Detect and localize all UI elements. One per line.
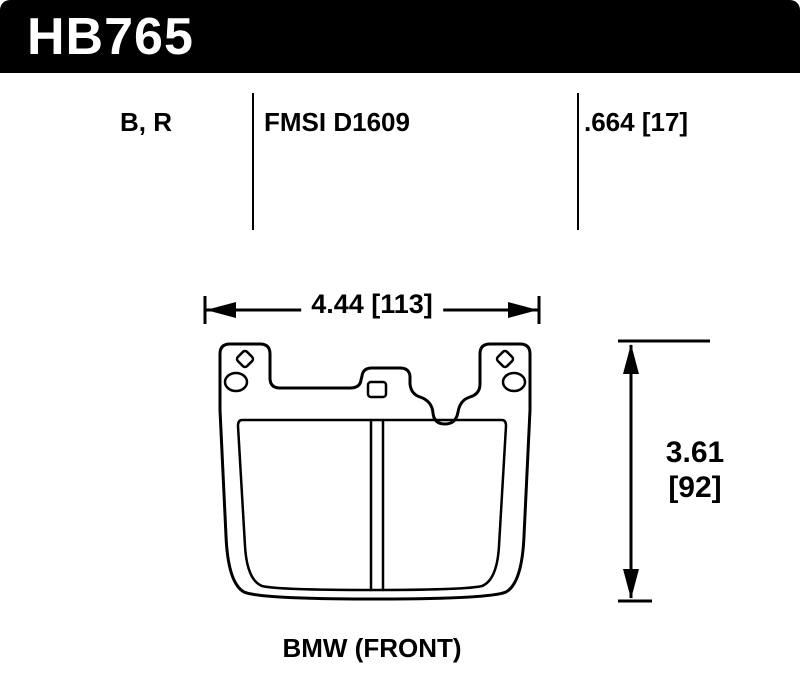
center-square-hole [366, 380, 388, 399]
left-ear-diamond-hole [235, 349, 255, 369]
height-dimension-value: 3.61 [665, 436, 725, 469]
spec-divider-left [252, 93, 254, 230]
compound-codes: B, R [120, 107, 172, 137]
header-bar: HB765 [0, 0, 800, 73]
spec-divider-right [577, 93, 579, 230]
backing-plate-outline [218, 342, 532, 601]
width-dimension-label: 4.44 [113] [301, 289, 443, 319]
height-dimension-arrow-icon [618, 339, 710, 603]
pad-thickness: .664 [17] [584, 107, 689, 137]
part-number: HB765 [27, 7, 194, 66]
brake-pad-drawing [218, 342, 532, 601]
left-ear-oval-hole [223, 371, 249, 393]
application-label: BMW (FRONT) [282, 633, 462, 663]
width-dimension: 4.44 [113] [200, 288, 544, 332]
height-dimension-metric: [92] [668, 471, 722, 504]
right-ear-oval-hole [501, 371, 527, 393]
right-ear-diamond-hole [495, 349, 515, 369]
fmsi-number: FMSI D1609 [264, 107, 410, 137]
